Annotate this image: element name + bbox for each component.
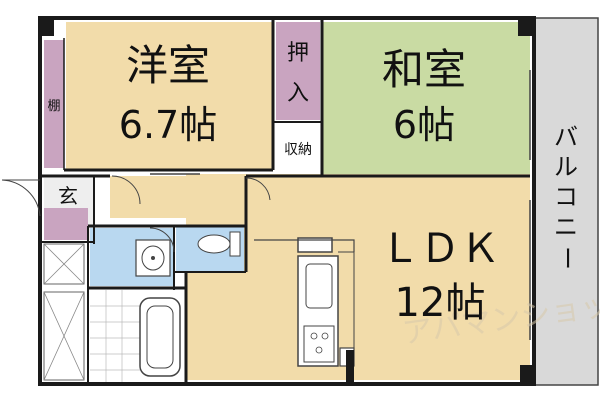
balcony-char-5: ー <box>553 246 581 270</box>
bathtub-inner <box>146 305 174 369</box>
walls <box>38 16 536 386</box>
ldk-room-name: ＬＤＫ <box>380 226 500 272</box>
hallway <box>110 176 244 218</box>
kitchen-counter <box>297 255 339 367</box>
japanese-room <box>323 22 530 175</box>
bathtub <box>139 297 181 377</box>
western-room-name: 洋室 <box>126 41 210 90</box>
column-nw <box>40 18 54 36</box>
entrance-floor <box>44 208 88 240</box>
column-ne <box>518 18 534 36</box>
washer-cross-b <box>43 243 85 285</box>
range-hood <box>297 237 333 253</box>
shelf-label: 棚 <box>47 99 60 114</box>
western-room-size: 6.7帖 <box>119 103 217 147</box>
cabinet-cross-b <box>43 291 85 381</box>
column-se <box>520 365 534 384</box>
door-swings <box>1 175 271 253</box>
storage-label: 収納 <box>284 142 312 158</box>
balcony-char-4: ニ <box>554 213 578 241</box>
column-s <box>346 350 354 384</box>
balcony-label: バ ル コ ニ ー <box>553 123 581 270</box>
oshiire-closet <box>276 22 320 120</box>
entrance-label: 玄 <box>58 184 78 208</box>
toilet-icon <box>197 231 241 257</box>
balcony-char-1: バ <box>554 123 578 151</box>
wash-basin-icon <box>135 239 171 277</box>
balcony-char-2: ル <box>554 153 578 181</box>
bath-tile-grid <box>90 290 140 382</box>
oshiire-label-1: 押 <box>287 41 309 66</box>
japanese-room-name: 和室 <box>382 45 466 94</box>
counter-edge <box>254 239 355 252</box>
ldk-room-size: 12帖 <box>395 280 486 326</box>
shelf-strip <box>44 40 64 168</box>
oshiire-label-2: 入 <box>287 81 309 106</box>
balcony-char-3: コ <box>554 183 578 211</box>
storage-closet <box>276 124 320 164</box>
japanese-room-size: 6帖 <box>393 103 455 147</box>
windows <box>150 70 531 340</box>
western-room <box>66 22 273 170</box>
balcony-area <box>534 17 599 386</box>
